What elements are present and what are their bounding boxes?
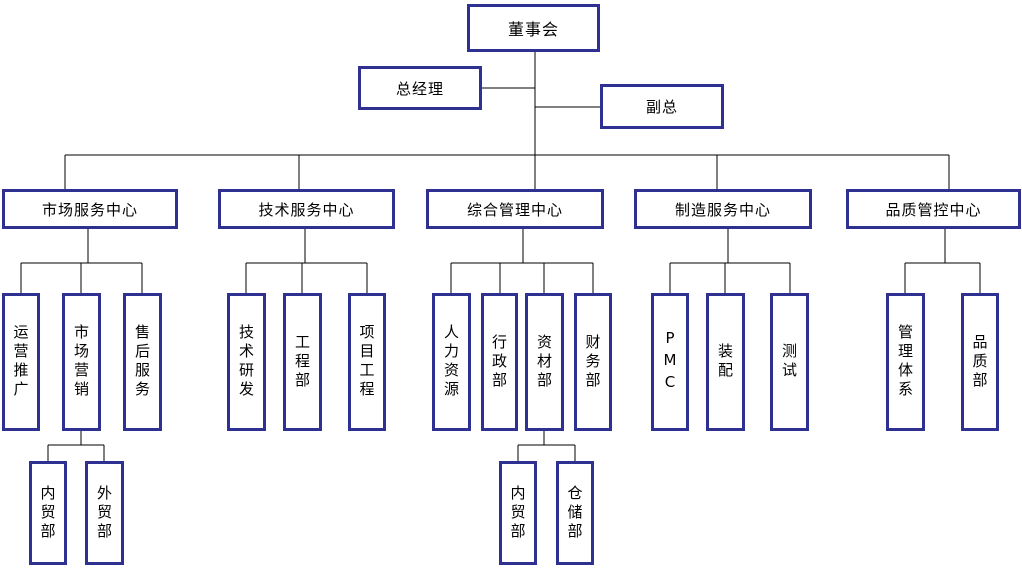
node-dept-human-resources: 人力资源 — [432, 293, 471, 431]
node-subdept-domestic-trade-materials: 内贸部 — [499, 461, 537, 565]
node-dept-assembly: 装配 — [706, 293, 745, 431]
node-dept-operations-promotion: 运营推广 — [2, 293, 40, 431]
node-center-general-management: 综合管理中心 — [426, 189, 604, 229]
node-general-manager: 总经理 — [358, 66, 482, 110]
edge-center4-children — [669, 229, 791, 293]
edge-center3-children — [450, 229, 594, 293]
edge-center2-children — [245, 229, 368, 293]
node-dept-marketing: 市场营销 — [62, 293, 101, 431]
node-subdept-warehouse: 仓储部 — [556, 461, 594, 565]
node-dept-materials: 资材部 — [525, 293, 564, 431]
node-dept-pmc: PMC — [651, 293, 689, 431]
node-center-quality-control: 品质管控中心 — [846, 189, 1021, 229]
node-dept-tech-rd: 技术研发 — [227, 293, 266, 431]
edge-center5-children — [904, 229, 981, 293]
edge-materials-children — [517, 431, 576, 461]
node-subdept-domestic-trade-marketing: 内贸部 — [29, 461, 67, 565]
node-dept-management-system: 管理体系 — [886, 293, 925, 431]
node-dept-project-engineering: 项目工程 — [348, 293, 386, 431]
node-dept-finance: 财务部 — [574, 293, 612, 431]
node-dept-engineering: 工程部 — [283, 293, 322, 431]
node-center-market-service: 市场服务中心 — [2, 189, 178, 229]
node-center-technical-service: 技术服务中心 — [218, 189, 395, 229]
node-center-manufacturing-service: 制造服务中心 — [634, 189, 812, 229]
node-dept-testing: 测试 — [770, 293, 809, 431]
edge-main-rail — [64, 154, 950, 189]
edge-trunk — [482, 52, 600, 189]
node-board: 董事会 — [467, 4, 600, 52]
node-dept-quality: 品质部 — [961, 293, 999, 431]
node-deputy-general-manager: 副总 — [600, 84, 724, 129]
node-dept-administration: 行政部 — [481, 293, 518, 431]
node-dept-after-sales-service: 售后服务 — [123, 293, 162, 431]
edge-center1-children — [20, 229, 143, 293]
node-subdept-foreign-trade: 外贸部 — [85, 461, 124, 565]
edge-marketing-children — [47, 431, 105, 461]
